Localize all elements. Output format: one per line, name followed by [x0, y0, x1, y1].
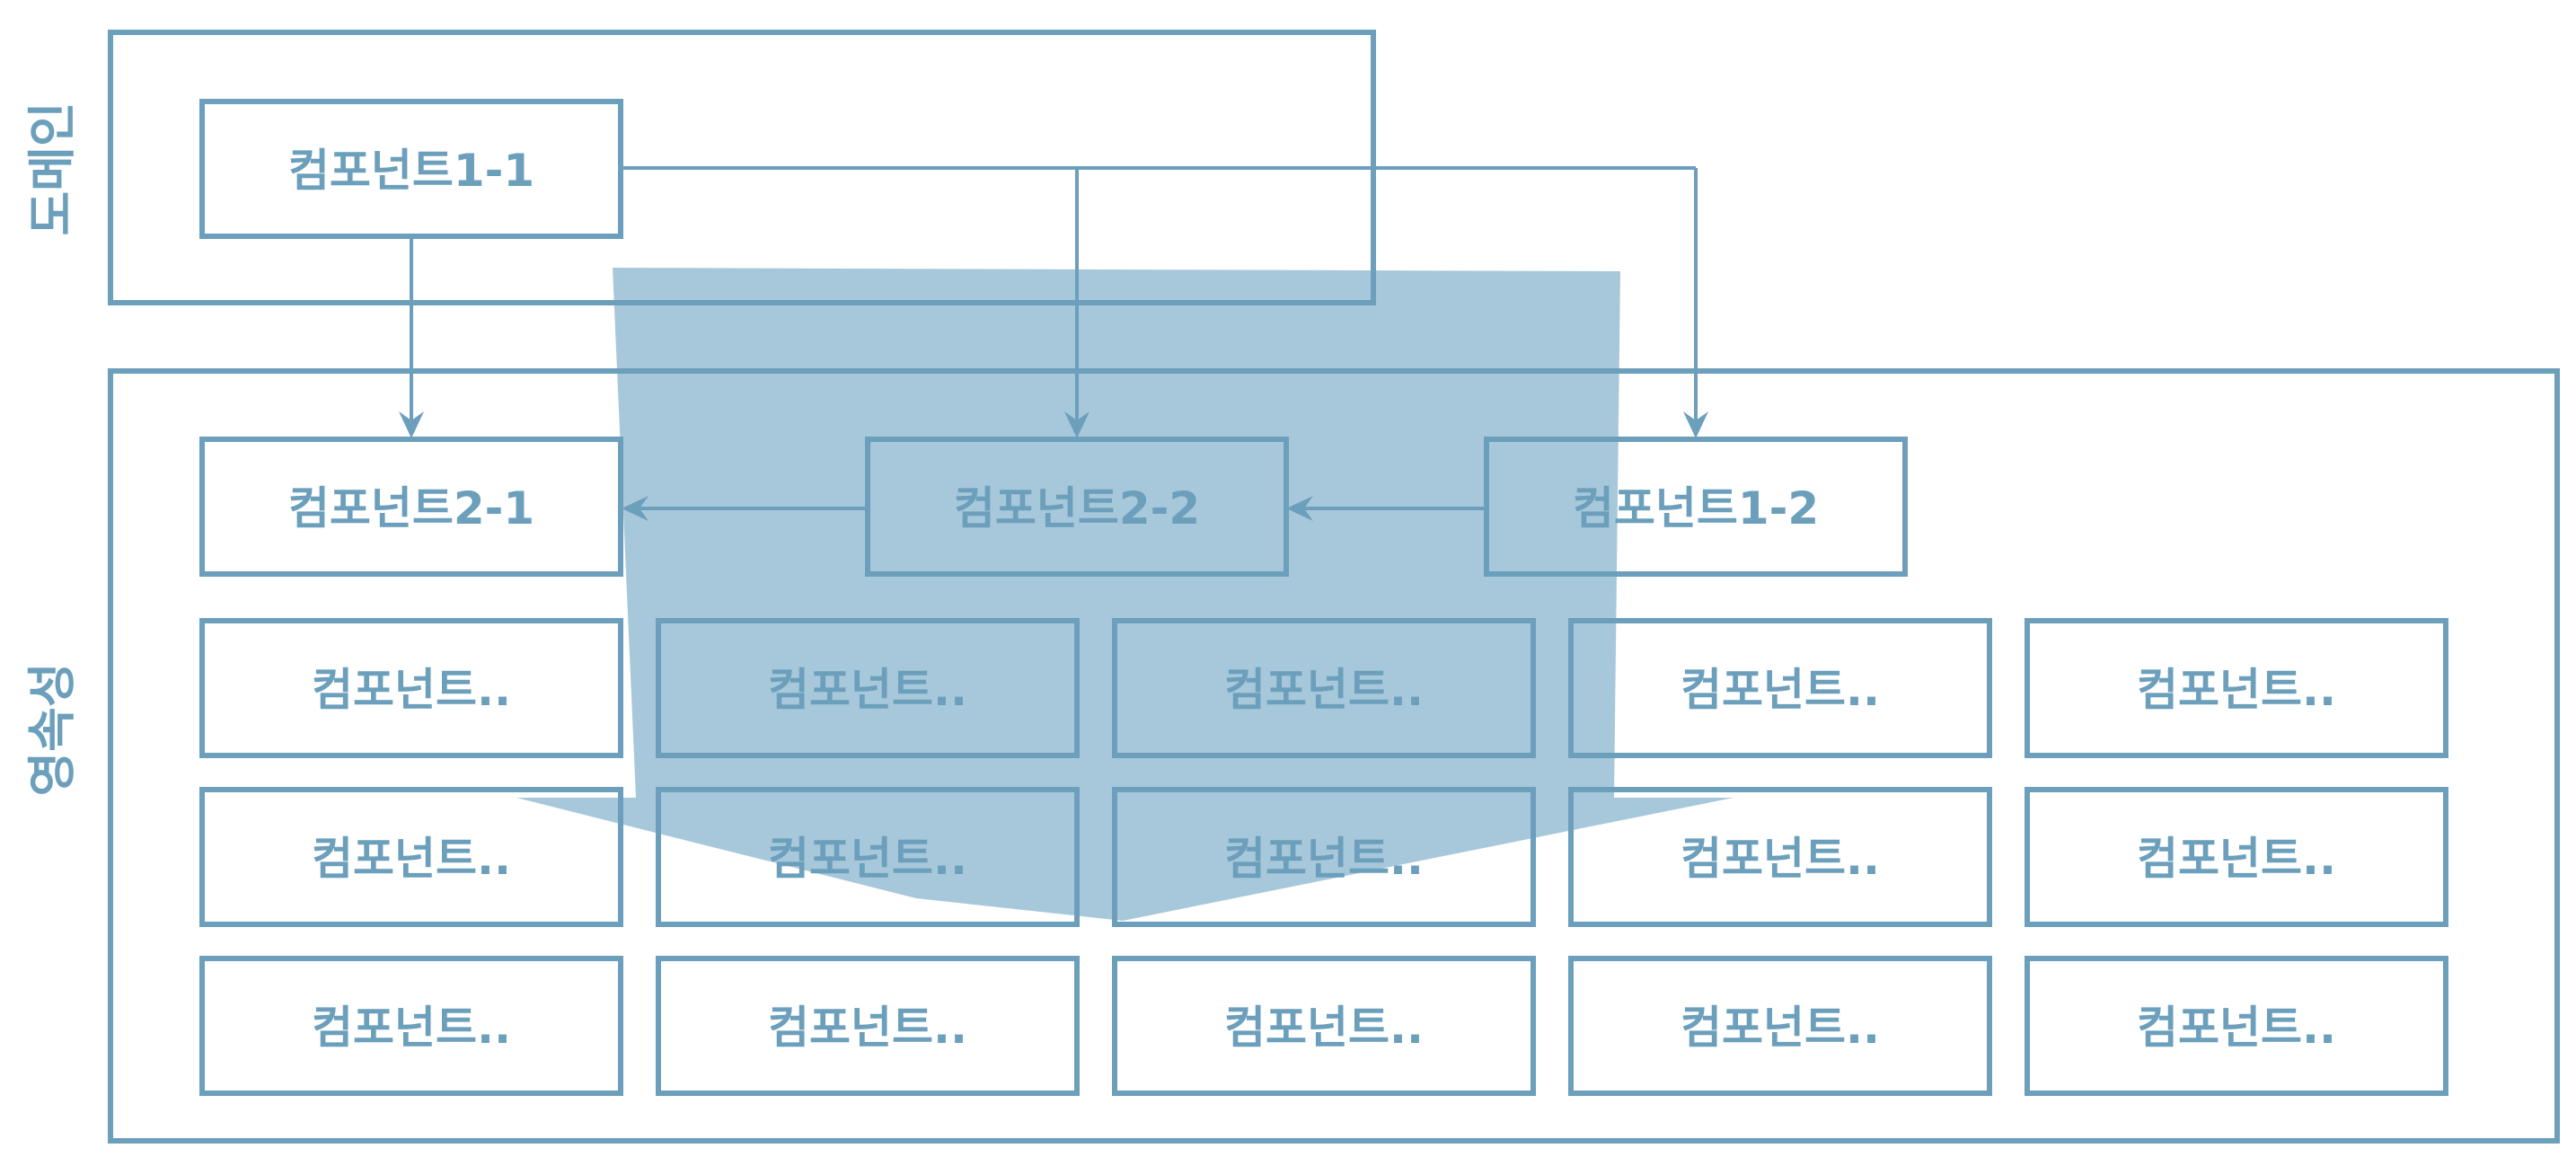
- grid-component-label: 컴포넌트..: [312, 1002, 511, 1054]
- persistence-region-label: 영속성: [24, 662, 81, 796]
- grid-component-border: [1112, 787, 1536, 927]
- persistence-region-border: [108, 368, 2560, 1144]
- persistence-region: 영속성: [24, 368, 2560, 1144]
- grid-component-label: 컴포넌트..: [312, 664, 511, 716]
- grid-component: 컴포넌트..: [656, 956, 1080, 1096]
- component-2-1: 컴포넌트2-1: [199, 437, 623, 577]
- grid-component-label: 컴포넌트..: [768, 833, 967, 885]
- arrowhead-1-2-top: [1683, 411, 1708, 438]
- grid-component: 컴포넌트..: [1568, 787, 1992, 927]
- grid-component: 컴포넌트..: [199, 956, 623, 1096]
- component-2-1-label: 컴포넌트2-1: [288, 482, 534, 534]
- grid-component-label: 컴포넌트..: [2137, 664, 2336, 716]
- grid-component: 컴포넌트..: [1112, 956, 1536, 1096]
- grid-component-border: [199, 956, 623, 1096]
- arrowhead-2-1-top: [399, 411, 424, 438]
- grid-component: 컴포넌트..: [1112, 787, 1536, 927]
- grid-component-label: 컴포넌트..: [2137, 1002, 2336, 1054]
- grid-component: 컴포넌트..: [2025, 618, 2448, 758]
- arrowhead-2-1-right: [622, 496, 648, 521]
- grid-component-border: [1112, 618, 1536, 758]
- arrowhead-2-2-right: [1286, 496, 1313, 521]
- component-2-1-border: [199, 437, 623, 577]
- grid-component-border: [1112, 956, 1536, 1096]
- component-grid: 컴포넌트.. 컴포넌트.. 컴포넌트.. 컴포넌트.. 컴포넌트.. 컴포넌트.…: [199, 618, 2448, 1096]
- grid-component: 컴포넌트..: [2025, 787, 2448, 927]
- arrowhead-2-2-top: [1064, 411, 1090, 438]
- grid-component: 컴포넌트..: [199, 618, 623, 758]
- grid-component-border: [2025, 787, 2448, 927]
- connectors: [399, 166, 1708, 521]
- grid-component: 컴포넌트..: [2025, 956, 2448, 1096]
- grid-component: 컴포넌트..: [656, 618, 1080, 758]
- grid-component: 컴포넌트..: [656, 787, 1080, 927]
- grid-component-label: 컴포넌트..: [768, 1002, 967, 1054]
- component-1-2: 컴포넌트1-2: [1484, 437, 1908, 577]
- component-1-1-label: 컴포넌트1-1: [288, 145, 534, 197]
- grid-component: 컴포넌트..: [1568, 618, 1992, 758]
- component-2-2-border: [865, 437, 1289, 577]
- component-2-2-label: 컴포넌트2-2: [954, 482, 1200, 534]
- component-1-1: 컴포넌트1-1: [199, 99, 623, 239]
- grid-component: 컴포넌트..: [1112, 618, 1536, 758]
- grid-component-label: 컴포넌트..: [1224, 1002, 1424, 1054]
- grid-component-border: [199, 787, 623, 927]
- highlight-overlay: [516, 268, 1734, 921]
- grid-component-border: [1568, 956, 1992, 1096]
- component-1-2-label: 컴포넌트1-2: [1573, 482, 1819, 534]
- grid-component-border: [2025, 956, 2448, 1096]
- grid-component-border: [2025, 618, 2448, 758]
- grid-component-label: 컴포넌트..: [1224, 833, 1424, 885]
- grid-component-label: 컴포넌트..: [768, 664, 967, 716]
- grid-component-label: 컴포넌트..: [1681, 833, 1880, 885]
- grid-component-border: [656, 618, 1080, 758]
- component-1-1-border: [199, 99, 623, 239]
- grid-component-border: [656, 787, 1080, 927]
- domain-region-label: 도메인: [24, 102, 81, 235]
- grid-component-label: 컴포넌트..: [1681, 1002, 1880, 1054]
- grid-component-label: 컴포넌트..: [1681, 664, 1880, 716]
- grid-component-border: [1568, 787, 1992, 927]
- grid-component-label: 컴포넌트..: [1224, 664, 1424, 716]
- grid-component-border: [656, 956, 1080, 1096]
- grid-component-border: [199, 618, 623, 758]
- grid-component-label: 컴포넌트..: [2137, 833, 2336, 885]
- grid-component-label: 컴포넌트..: [312, 833, 511, 885]
- component-1-2-border: [1484, 437, 1908, 577]
- grid-component: 컴포넌트..: [1568, 956, 1992, 1096]
- component-2-2: 컴포넌트2-2: [865, 437, 1289, 577]
- grid-component: 컴포넌트..: [199, 787, 623, 927]
- grid-component-border: [1568, 618, 1992, 758]
